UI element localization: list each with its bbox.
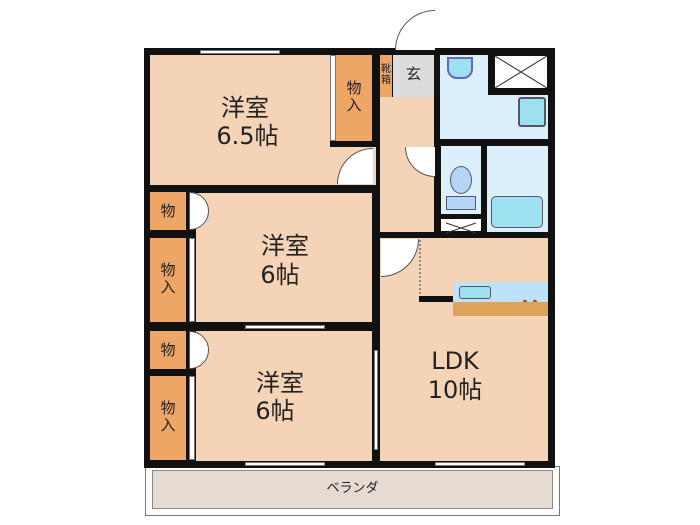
kitchen-partition [419, 240, 421, 302]
window-ldk-bottom [435, 462, 525, 466]
closet-2-small-label: 物 [160, 202, 176, 220]
western-room-3-name: 洋室 [256, 369, 304, 397]
sink-icon [447, 57, 473, 79]
western-room-2-size: 6帖 [260, 261, 300, 289]
western-room-3 [196, 331, 372, 461]
western-room-1-name: 洋室 [221, 94, 269, 122]
western-room-2 [196, 193, 372, 322]
front-door[interactable] [395, 10, 435, 50]
balcony-inner [152, 470, 553, 509]
closet-3-small [150, 331, 186, 369]
western-room-2-name: 洋室 [261, 232, 309, 260]
washer-space [494, 55, 548, 89]
shoe-box [380, 55, 392, 97]
basin-icon [518, 97, 546, 127]
closet-1 [336, 55, 372, 141]
ldk-name: LDK [431, 347, 479, 375]
closet-2 [150, 238, 186, 322]
closet-1-label: 物入 [346, 79, 362, 114]
western-room-1-size: 6.5帖 [216, 122, 279, 150]
closet-3-door[interactable] [189, 376, 195, 460]
closet-3-label: 物入 [160, 399, 176, 434]
kitchen-counter-top [453, 302, 548, 316]
balcony-label: ベランダ [326, 481, 379, 496]
kitchen-sink-icon [459, 286, 491, 299]
ldk [380, 238, 548, 461]
closet-2-small [150, 192, 186, 230]
closet-3 [150, 376, 186, 460]
bathtub-icon [491, 196, 543, 228]
stove-icon [518, 290, 542, 305]
closet-2-door[interactable] [189, 238, 195, 322]
toilet-tank-icon [446, 196, 476, 210]
shoe-box-label: 靴箱 [381, 64, 391, 86]
window-room2-bottom [245, 325, 325, 329]
window-room3-bottom [245, 462, 325, 466]
closet-1-door[interactable] [330, 55, 336, 141]
closet-3-small-label: 物 [160, 341, 176, 359]
window-ldk-side [374, 350, 378, 450]
toilet-icon [450, 166, 472, 194]
window-top [200, 50, 280, 54]
ldk-size: 10帖 [427, 376, 483, 404]
entrance-label: 玄 [405, 65, 421, 83]
vent [441, 219, 481, 234]
closet-2-label: 物入 [160, 261, 176, 296]
western-room-1 [150, 55, 330, 185]
western-room-3-size: 6帖 [255, 397, 295, 425]
entrance [393, 55, 434, 97]
